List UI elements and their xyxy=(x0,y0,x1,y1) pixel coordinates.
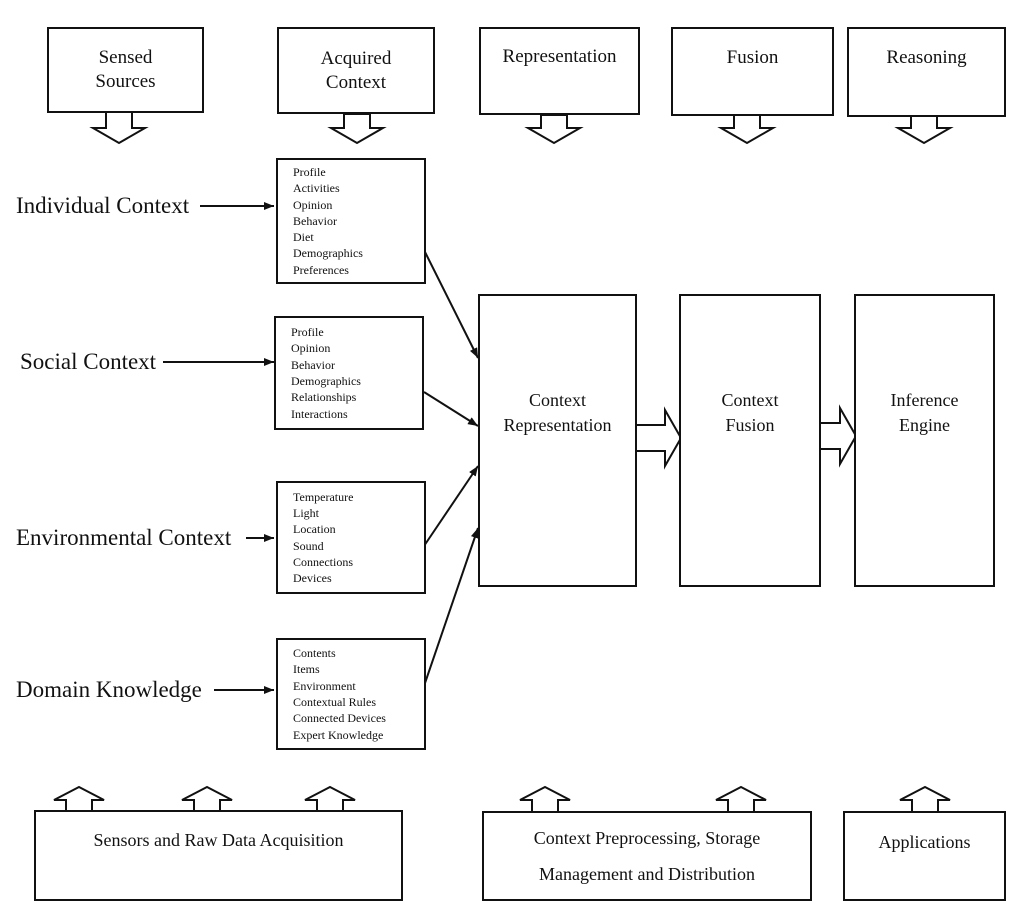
list-item: Opinion xyxy=(293,197,333,212)
header-representation: Representation xyxy=(479,27,640,115)
up-arrow-icon xyxy=(715,785,767,812)
list-item: Location xyxy=(293,522,336,537)
header-sensed-sources: Sensed Sources xyxy=(47,27,204,113)
list-item: Sound xyxy=(293,538,324,553)
list-item: Items xyxy=(293,662,320,677)
down-arrow-icon xyxy=(894,114,954,145)
list-item: Opinion xyxy=(291,341,331,356)
footer-line: Applications xyxy=(878,832,971,852)
header-acquired-context: Acquired Context xyxy=(277,27,435,114)
individual-context-label: Individual Context xyxy=(16,193,190,218)
header-line: Fusion xyxy=(726,46,779,68)
social-context-label: Social Context xyxy=(20,349,157,374)
down-arrow-icon xyxy=(524,114,584,145)
list-item: Interactions xyxy=(291,406,348,421)
list-item: Behavior xyxy=(293,213,337,228)
stage-line: Context xyxy=(529,390,586,411)
header-line: Sensed xyxy=(98,47,153,69)
list-item: Contents xyxy=(293,646,336,661)
context-representation-box: Context Representation xyxy=(478,294,637,587)
domain-to-representation-arrow xyxy=(423,527,479,687)
list-item: Activities xyxy=(293,181,340,196)
header-line: Reasoning xyxy=(886,47,967,69)
up-arrow-icon xyxy=(899,785,951,812)
stage-line: Inference xyxy=(890,390,959,411)
domain-knowledge-list: Contents Items Environment Contextual Ru… xyxy=(276,638,426,750)
header-line: Acquired xyxy=(320,47,392,69)
list-item: Expert Knowledge xyxy=(293,727,384,742)
up-arrow-icon xyxy=(181,785,233,810)
domain-knowledge-label: Domain Knowledge xyxy=(16,677,202,702)
right-arrow-icon xyxy=(637,406,683,470)
context-fusion-box: Context Fusion xyxy=(679,294,821,587)
stage-line: Engine xyxy=(899,414,950,435)
header-line: Sources xyxy=(95,71,156,92)
stage-line: Context xyxy=(721,390,779,411)
list-item: Diet xyxy=(293,230,314,245)
down-arrow-icon xyxy=(717,114,777,145)
list-item: Demographics xyxy=(293,246,363,261)
header-line: Representation xyxy=(502,46,617,68)
list-item: Profile xyxy=(293,164,326,179)
list-item: Connections xyxy=(293,554,353,569)
environmental-to-representation-arrow xyxy=(423,465,479,547)
list-item: Preferences xyxy=(293,262,349,277)
individual-context-list: Profile Activities Opinion Behavior Diet… xyxy=(276,158,426,284)
header-line: Context xyxy=(325,71,387,93)
up-arrow-icon xyxy=(304,785,356,810)
stage-line: Representation xyxy=(503,414,612,435)
footer-line: Sensors and Raw Data Acquisition xyxy=(93,830,344,850)
list-item: Temperature xyxy=(293,489,354,504)
up-arrow-icon xyxy=(53,785,105,810)
social-to-representation-arrow xyxy=(423,391,479,427)
list-item: Devices xyxy=(293,571,332,586)
social-context-list: Profile Opinion Behavior Demographics Re… xyxy=(274,316,424,430)
list-item: Environment xyxy=(293,678,356,693)
list-item: Connected Devices xyxy=(293,711,386,726)
applications-box: Applications xyxy=(843,811,1006,901)
environmental-context-list: Temperature Light Location Sound Connect… xyxy=(276,481,426,594)
context-preprocessing-box: Context Preprocessing, Storage Managemen… xyxy=(482,811,812,901)
up-arrow-icon xyxy=(519,785,571,812)
sensors-raw-data-box: Sensors and Raw Data Acquisition xyxy=(34,810,403,901)
individual-to-representation-arrow xyxy=(423,249,479,359)
list-item: Profile xyxy=(291,325,324,340)
list-item: Demographics xyxy=(291,374,361,388)
header-fusion: Fusion xyxy=(671,27,834,116)
down-arrow-icon xyxy=(89,111,149,145)
footer-line: Context Preprocessing, Storage xyxy=(533,828,761,848)
list-item: Contextual Rules xyxy=(293,695,376,709)
right-arrow-icon xyxy=(820,404,858,468)
down-arrow-icon xyxy=(327,113,387,145)
header-reasoning: Reasoning xyxy=(847,27,1006,117)
environmental-context-label: Environmental Context xyxy=(16,525,232,550)
footer-line: Management and Distribution xyxy=(539,864,755,884)
list-item: Behavior xyxy=(291,357,335,372)
list-item: Relationships xyxy=(291,390,357,405)
list-item: Light xyxy=(293,505,319,520)
stage-line: Fusion xyxy=(725,414,775,435)
inference-engine-box: Inference Engine xyxy=(854,294,995,587)
